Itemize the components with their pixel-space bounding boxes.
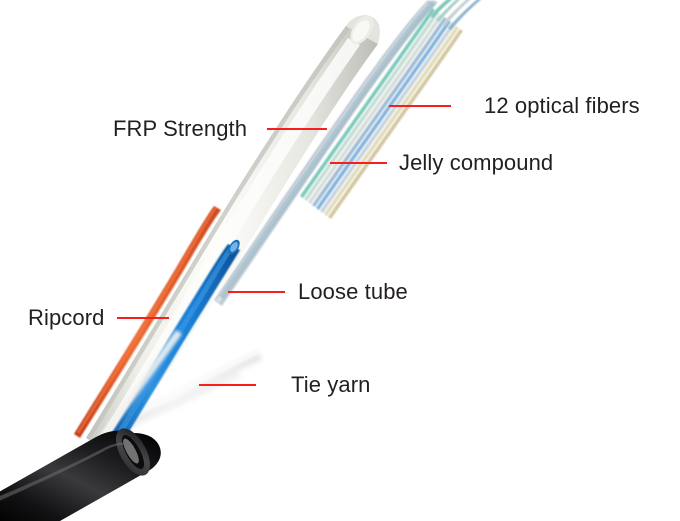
callout-frp-strength: FRP Strength xyxy=(113,116,328,141)
leader-line-loose-tube xyxy=(228,291,285,293)
callout-loose-tube: Loose tube xyxy=(228,281,408,303)
label-12-optical-fibers: 12 optical fibers xyxy=(484,93,640,118)
tie-yarn-strands xyxy=(104,352,262,438)
fiber-filaments xyxy=(300,8,463,219)
optical-fibers-bundle xyxy=(219,0,481,299)
fiber-ends xyxy=(430,0,481,30)
label-ripcord: Ripcord xyxy=(28,305,105,330)
filler-strands xyxy=(96,330,182,444)
callout-jelly-compound: Jelly compound xyxy=(330,152,553,174)
leader-line-ripcord xyxy=(116,317,169,319)
ripcord-strand xyxy=(74,206,221,438)
callout-ripcord: Ripcord xyxy=(28,307,169,329)
callout-tie-yarn: Tie yarn xyxy=(199,374,370,396)
label-jelly-compound: Jelly compound xyxy=(399,150,554,175)
cable-assembly xyxy=(0,0,481,521)
leader-line-tie-yarn xyxy=(199,384,256,386)
outer-jacket xyxy=(0,428,161,521)
leader-line-frp-strength xyxy=(267,128,328,130)
frp-strength-member xyxy=(86,15,380,452)
callout-12-optical-fibers: 12 optical fibers xyxy=(389,95,640,117)
label-loose-tube: Loose tube xyxy=(298,279,408,304)
label-frp-strength: FRP Strength xyxy=(113,116,248,141)
label-tie-yarn: Tie yarn xyxy=(291,372,371,397)
leader-line-jelly-compound xyxy=(330,162,387,164)
leader-line-optical-fibers xyxy=(389,105,451,107)
tie-yarn-highlight xyxy=(112,350,258,429)
